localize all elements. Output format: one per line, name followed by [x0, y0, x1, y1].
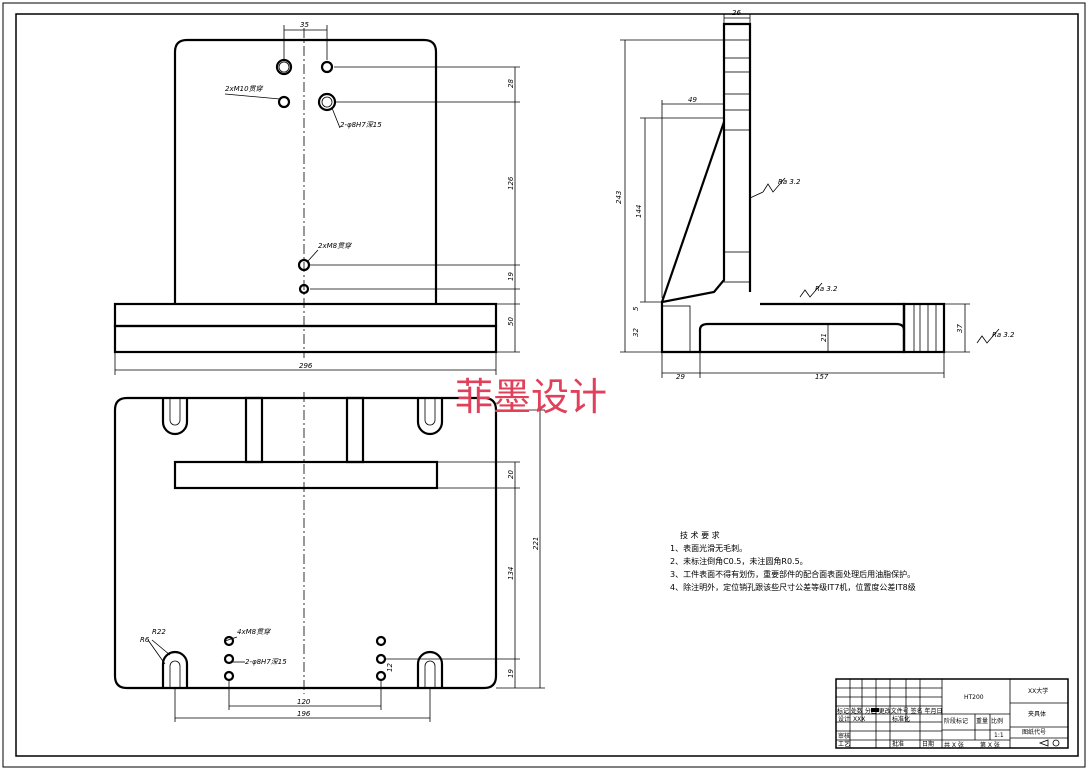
callout-phi-bottom: 2-φ8H7深15 [245, 658, 287, 666]
inner-border [15, 13, 1079, 757]
tb-scale: 1:1 [994, 732, 1004, 739]
callout-m10-top: 2xM10贯穿 [225, 85, 264, 93]
title-block-text: HT200 XX大学 夹具体 图纸代号 阶段标记 重量 比例 1:1 共 X 张… [837, 687, 1048, 749]
dim-32: 32 [632, 328, 640, 337]
note-4: 4、除注明外，定位销孔跟该些尺寸公差等级IT7机，位置度公差IT8级 [670, 582, 916, 592]
tb-material: HT200 [964, 694, 984, 701]
dim-126: 126 [507, 176, 515, 190]
tb-stage-label: 阶段标记 [944, 717, 968, 725]
dim-35: 35 [300, 21, 309, 29]
dim-28: 28 [507, 79, 515, 88]
top-view-dimensions: 20 221 134 19 12 120 196 R22 R6 4xM8贯穿 2… [140, 470, 540, 718]
dim-144: 144 [635, 205, 643, 218]
dim-134: 134 [507, 567, 515, 580]
tb-designer: 设计 [838, 715, 850, 723]
tb-reviewer: 审核 [838, 732, 850, 740]
dim-19-top: 19 [507, 669, 515, 678]
dim-49: 49 [688, 96, 697, 104]
note-2: 2、未标注倒角C0.5，未注圆角R0.5。 [670, 556, 808, 566]
tb-standard: 标准化 [892, 715, 910, 723]
dim-120: 120 [297, 698, 311, 706]
dim-50: 50 [507, 317, 515, 326]
notes-title: 技 术 要 求 [680, 530, 720, 540]
front-view-dimensions: 35 28 126 19 50 296 2xM10贯穿 2-φ8H7深15 2x… [225, 21, 515, 370]
tb-scale-label: 比例 [991, 717, 1003, 725]
note-1: 1、表面光滑无毛刺。 [670, 543, 747, 553]
tb-process: 工艺 [838, 740, 850, 748]
dim-221: 221 [532, 537, 540, 550]
dim-r22: R22 [152, 628, 166, 636]
dim-157: 157 [815, 373, 829, 381]
tb-weight-label: 重量 [976, 717, 988, 725]
watermark-text: 菲墨设计 [455, 375, 607, 419]
dim-37: 37 [956, 324, 964, 333]
dim-21: 21 [820, 333, 828, 342]
dim-26: 26 [732, 9, 741, 17]
roughness-3: Ra 3.2 [992, 331, 1015, 339]
tb-date: 日期 [922, 740, 934, 748]
dim-r6: R6 [140, 636, 150, 644]
tb-school: XX大学 [1028, 687, 1048, 695]
tb-drawing-no: 图纸代号 [1022, 728, 1046, 736]
side-view-dimensions: 26 49 243 144 5 32 21 37 29 157 Ra 3.2 R… [615, 9, 1015, 381]
dim-19: 19 [507, 272, 515, 281]
tb-part-name: 夹具体 [1028, 710, 1046, 718]
callout-m8-mid: 2xM8贯穿 [318, 242, 352, 250]
tb-sheet-no: 第 X 张 [980, 741, 1000, 749]
callout-m8-bottom: 4xM8贯穿 [237, 628, 271, 636]
callout-phi-top: 2-φ8H7深15 [340, 121, 382, 129]
title-block [835, 678, 1069, 749]
dim-20: 20 [507, 470, 515, 479]
tb-designer-name: XXX [853, 716, 865, 723]
dim-196: 196 [297, 710, 311, 718]
dim-296: 296 [299, 362, 313, 370]
side-view [620, 14, 1000, 378]
roughness-1: Ra 3.2 [778, 178, 801, 186]
tb-mark-row: 标记 处数 分区 更改文件号 签名 年月日 [837, 707, 943, 715]
tb-approve: 批准 [892, 740, 904, 748]
top-view [113, 392, 545, 722]
dim-5: 5 [632, 306, 640, 311]
roughness-2: Ra 3.2 [815, 285, 838, 293]
front-view [113, 25, 520, 375]
dim-243: 243 [615, 191, 623, 204]
dim-12: 12 [386, 663, 394, 672]
technical-requirements: 技 术 要 求 1、表面光滑无毛刺。 2、未标注倒角C0.5，未注圆角R0.5。… [670, 530, 916, 592]
tb-sheet-total: 共 X 张 [944, 741, 964, 749]
dim-29: 29 [676, 373, 685, 381]
note-3: 3、工件表面不得有划伤，重要部件的配合面表面处理后用油脂保护。 [670, 569, 915, 579]
